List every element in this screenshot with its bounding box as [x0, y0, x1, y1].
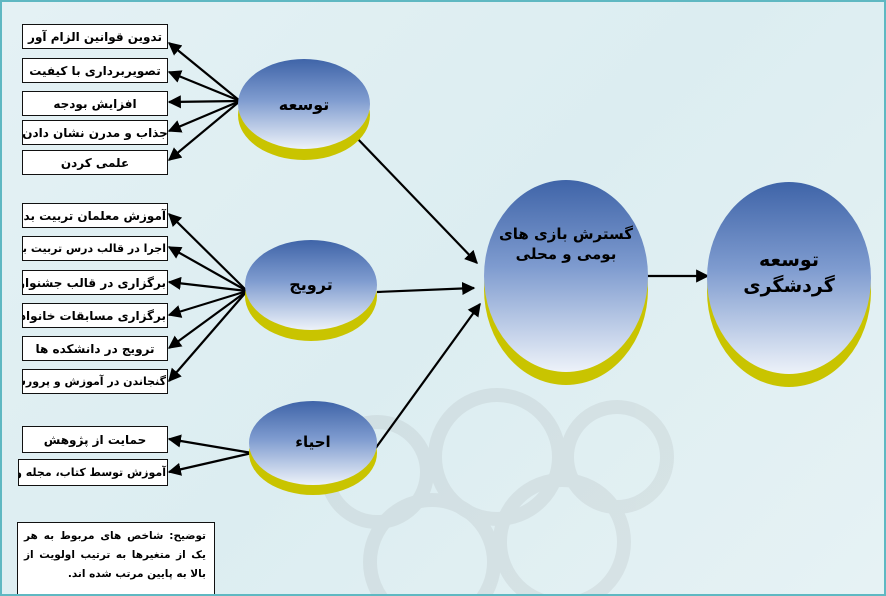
arrow-development-item5: [167, 100, 241, 161]
revival-item-box: حمایت از پژوهش: [22, 426, 168, 453]
promotion-item-box: گنجاندن در آموزش و پرورش: [22, 369, 168, 394]
node-expansion-line1: گسترش بازی های: [498, 225, 633, 243]
arrow-development-item3: [167, 95, 241, 109]
node-revival-label: احیاء: [295, 433, 331, 451]
development-item-box: جذاب و مدرن نشان دادن: [22, 120, 168, 145]
arrow-development-item4: [167, 99, 241, 133]
arrow-promotion-expansion: [376, 281, 476, 296]
sphere-development: [238, 59, 370, 160]
sphere-promotion: [245, 240, 377, 341]
node-promotion-label: ترویج: [289, 275, 333, 294]
watermark-logo: [320, 388, 674, 594]
legend-note: توضیح: شاخص های مربوط به هر یک از متغیره…: [17, 522, 215, 594]
sphere-expansion: [484, 180, 648, 385]
arrow-revival-expansion: [374, 302, 481, 450]
arrow-revival-item1: [167, 434, 253, 455]
arrow-promotion-item1: [168, 213, 248, 292]
arrow-development-expansion: [353, 134, 478, 264]
sphere-revival: [249, 401, 377, 495]
development-item-box: تدوین قوانین الزام آور: [22, 24, 168, 49]
arrow-revival-item2: [167, 451, 253, 476]
promotion-item-box: برگزاری مسابقات خانوادگی: [22, 303, 168, 328]
promotion-item-box: اجرا در قالب درس تربیت بدنی: [22, 236, 168, 261]
promotion-item-box: برگزاری در قالب جشنواره: [22, 270, 168, 295]
arrow-promotion-item5: [167, 290, 248, 349]
arrow-development-item2: [167, 70, 241, 103]
sphere-tourism: [707, 182, 871, 387]
node-tourism-line2: گردشگری: [743, 274, 835, 297]
development-item-box: افزایش بودجه: [22, 91, 168, 116]
node-expansion-label: گسترش بازی های بومی و محلی: [491, 224, 641, 265]
arrow-promotion-item6: [168, 290, 248, 382]
arrow-promotion-item2: [167, 246, 248, 292]
node-development-label: توسعه: [278, 95, 330, 114]
arrow-promotion-item3: [167, 276, 248, 293]
revival-item-box: آموزش توسط کتاب، مجله و CD: [18, 459, 168, 486]
promotion-item-box: ترویج در دانشکده ها: [22, 336, 168, 361]
arrow-development-item1: [167, 42, 241, 102]
promotion-item-box: آموزش معلمان تربیت بدنی: [22, 203, 168, 228]
node-expansion-line2: بومی و محلی: [515, 245, 617, 264]
development-item-box: تصویربرداری با کیفیت: [22, 58, 168, 83]
node-tourism-label: توسعه گردشگری: [729, 248, 849, 299]
arrow-promotion-item4: [167, 289, 248, 318]
node-tourism-line1: توسعه: [759, 249, 819, 271]
development-item-box: علمی کردن: [22, 150, 168, 175]
